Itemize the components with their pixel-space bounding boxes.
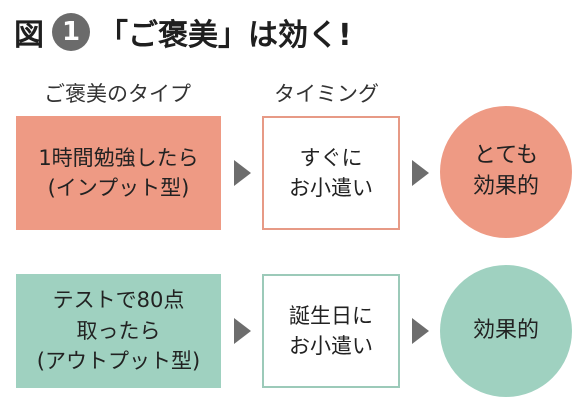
- diagram-title: 図 1 「ご褒美」は効く!: [14, 8, 352, 56]
- row2-effect-line1: 効果的: [472, 317, 539, 343]
- row2-type-line3: (アウトプット型): [36, 349, 201, 374]
- row2-type-box: テストで80点 取ったら (アウトプット型): [16, 274, 221, 388]
- row1-type-line1: 1時間勉強したら: [38, 145, 199, 170]
- figure-number-badge: 1: [52, 13, 90, 51]
- row1-type-box: 1時間勉強したら (インプット型): [16, 116, 221, 230]
- row2-timing-box: 誕生日に お小遣い: [262, 274, 400, 388]
- row1-timing-line1: すぐに: [299, 145, 363, 170]
- row2-effect-circle: 効果的: [440, 265, 572, 397]
- header-timing: タイミング: [274, 82, 379, 106]
- row1-timing-line2: お小遣い: [289, 176, 373, 200]
- row2-arrow2-icon: [412, 318, 429, 344]
- row2-arrow1-icon: [234, 318, 251, 344]
- row1-arrow1-icon: [234, 160, 251, 186]
- title-text: 「ご褒美」は効く!: [98, 18, 352, 53]
- row1-effect-line2: 効果的: [472, 174, 539, 199]
- row1-arrow2-icon: [412, 160, 429, 186]
- row1-effect-circle: とても 効果的: [440, 106, 572, 238]
- row2-type-line1: テストで80点: [52, 288, 185, 313]
- row2-timing-line2: お小遣い: [289, 334, 373, 358]
- row1-timing-box: すぐに お小遣い: [262, 116, 400, 230]
- header-reward-type: ご褒美のタイプ: [44, 82, 191, 106]
- row2-type-line2: 取ったら: [76, 318, 161, 343]
- row1-type-line2: (インプット型): [47, 176, 190, 200]
- figure-label: 図: [14, 18, 44, 53]
- row1-effect-line1: とても: [473, 143, 539, 169]
- row2-timing-line1: 誕生日に: [289, 303, 373, 328]
